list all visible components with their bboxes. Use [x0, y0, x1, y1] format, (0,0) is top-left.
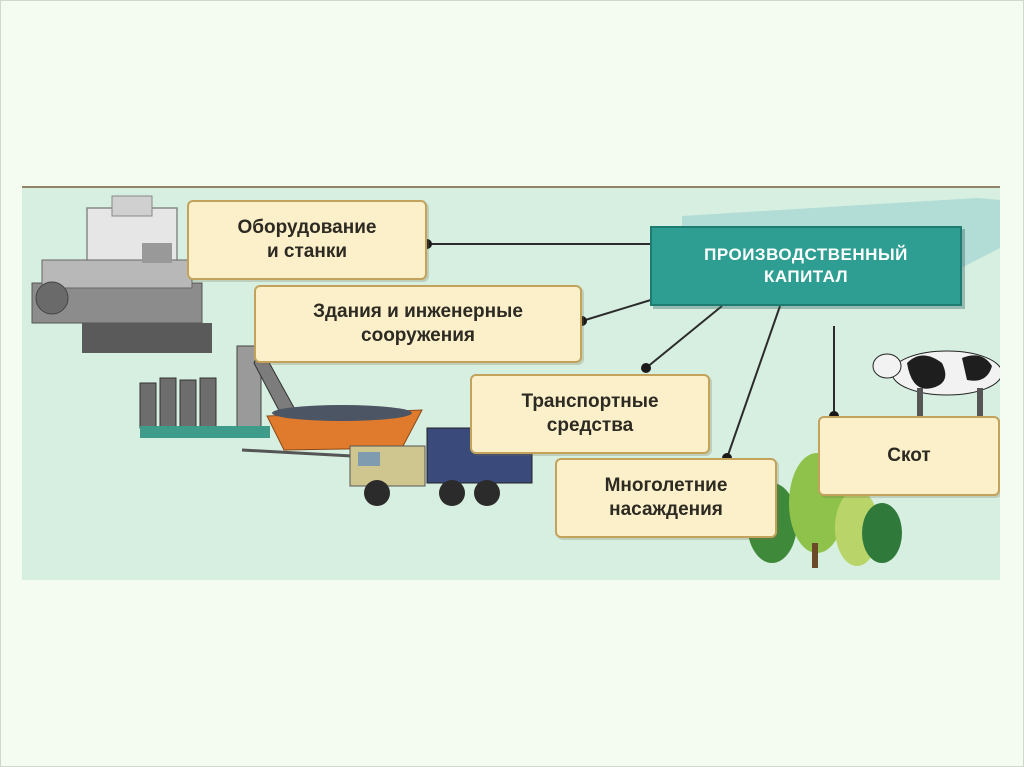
node-buildings: Здания и инженерные сооружения: [254, 285, 582, 363]
node-livestock: Скот: [818, 416, 1000, 496]
connector-transport: [645, 305, 723, 369]
lathe-machine-icon: [31, 195, 212, 353]
node-buildings-label: Здания и инженерные сооружения: [313, 301, 523, 346]
center-node-label: ПРОИЗВОДСТВЕННЫЙ КАПИТАЛ: [704, 245, 908, 286]
diagram-panel: Оборудование и станки Здания и инженерны…: [22, 186, 1000, 580]
cow-icon: [872, 350, 1000, 416]
connector-plantings: [726, 305, 781, 459]
node-plantings-label: Многолетние насаждения: [604, 475, 728, 520]
node-livestock-label: Скот: [887, 445, 931, 466]
connectors: [427, 243, 835, 459]
factory-silos-icon: [139, 345, 298, 438]
node-plantings: Многолетние насаждения: [555, 458, 777, 538]
node-transport-label: Транспортные средства: [521, 391, 659, 436]
node-equipment: Оборудование и станки: [187, 200, 427, 280]
dot-transport: [641, 363, 651, 373]
center-node: ПРОИЗВОДСТВЕННЫЙ КАПИТАЛ: [650, 226, 962, 306]
node-equipment-label: Оборудование и станки: [237, 217, 377, 262]
trailer-icon: [241, 405, 423, 458]
node-transport: Транспортные средства: [470, 374, 710, 454]
